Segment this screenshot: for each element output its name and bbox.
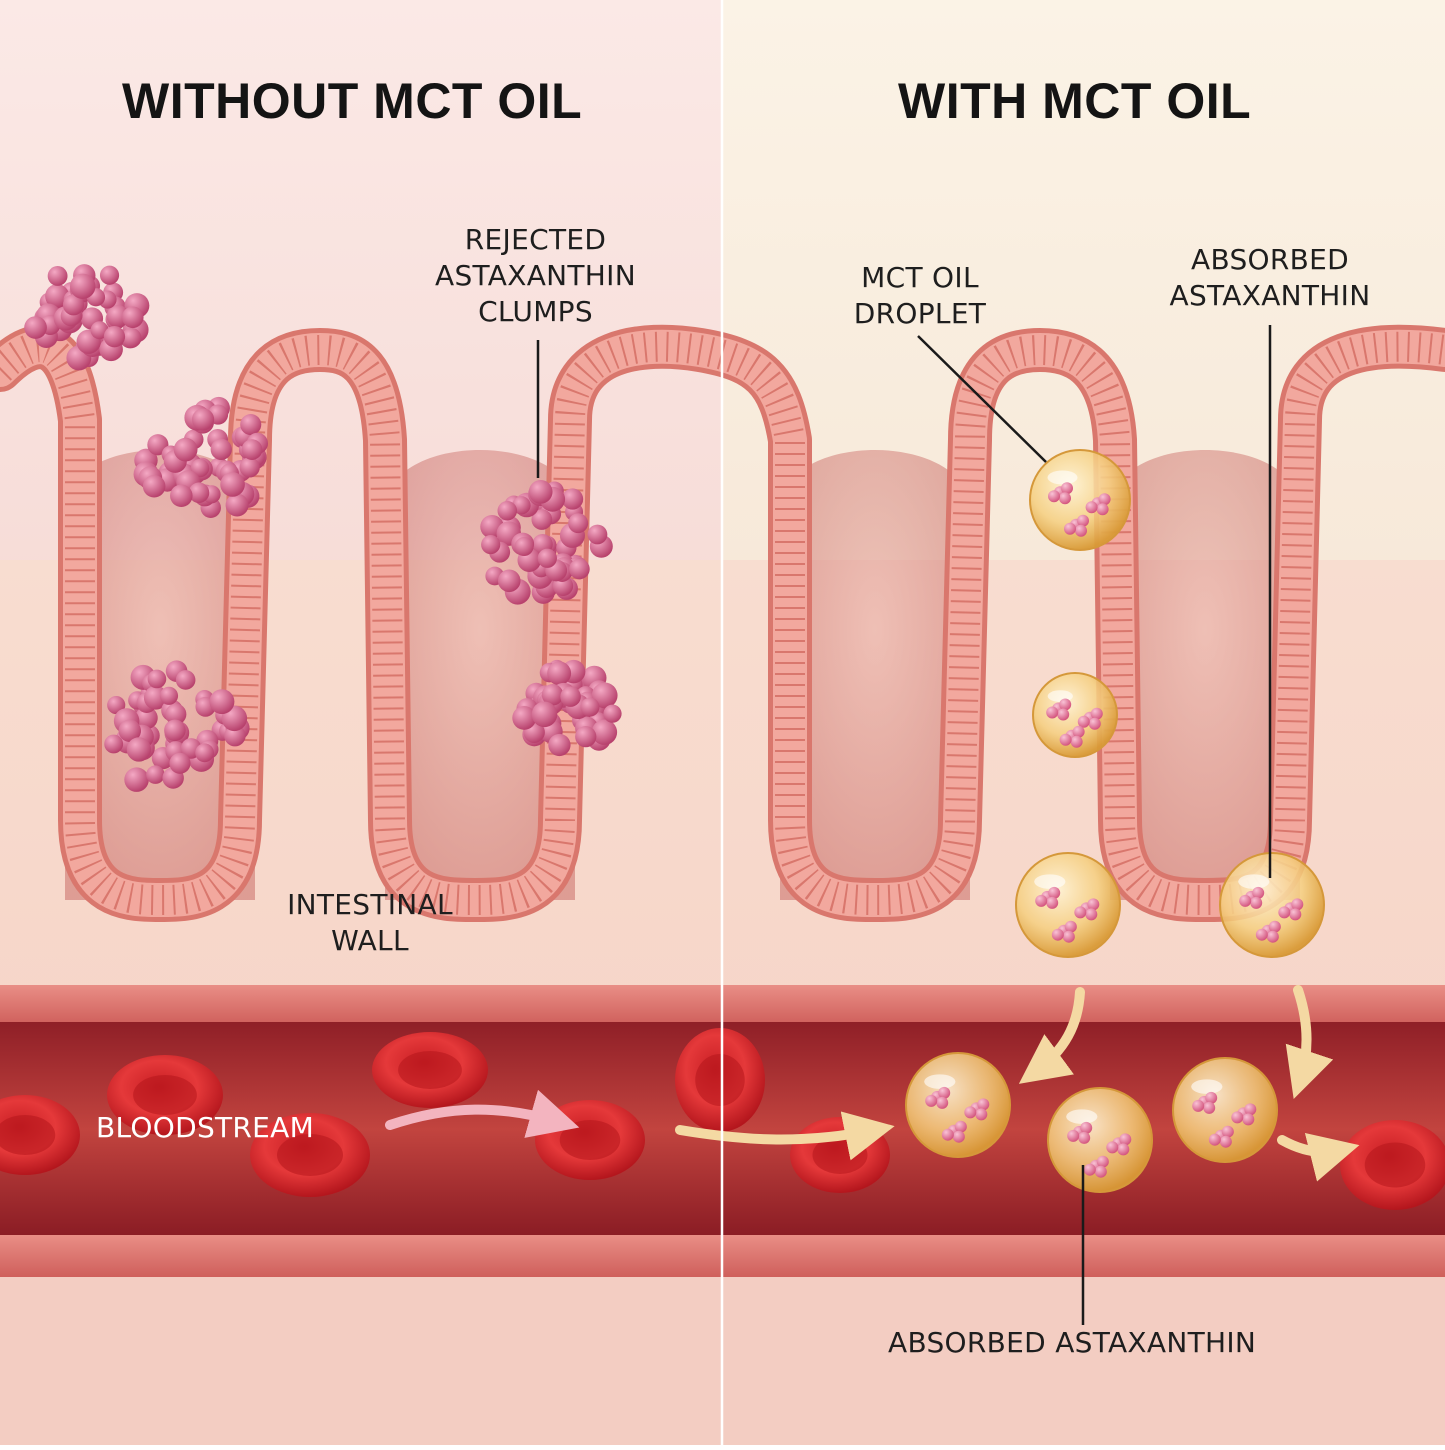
red-blood-cell [107,1055,223,1135]
mct-oil-droplet [1015,852,1121,958]
villus-cavities [65,450,1300,900]
label-rejected-line3: CLUMPS [478,295,593,328]
absorption-arrow-1 [1018,987,1085,1084]
astaxanthin-clump [480,479,613,605]
mct-oil-droplet [1032,672,1118,758]
label-absorbed-astaxanthin-top: ABSORBED ASTAXANTHIN [1160,242,1380,314]
astaxanthin-clump [24,264,150,371]
villus-cavity [1110,450,1300,900]
red-blood-cell [0,1095,80,1175]
bloodstream-arrow-left [385,1089,580,1138]
mct-oil-droplet [905,1052,1011,1158]
mct-oil-droplet [1172,1057,1278,1163]
red-blood-cell [675,1028,765,1132]
right-panel-title: WITH MCT OIL [898,73,1252,129]
astaxanthin-clump [512,659,622,757]
label-bloodstream: BLOODSTREAM [96,1111,315,1144]
red-blood-cell [372,1032,488,1108]
absorption-arrow-3 [1277,1133,1360,1182]
label-rejected-clumps: REJECTED ASTAXANTHIN CLUMPS [428,222,643,330]
mct-oil-droplet [1219,852,1325,958]
label-intestinal-line2: WALL [331,924,409,957]
villus-cavity [780,450,970,900]
label-mct-line1: MCT OIL [861,261,979,294]
astaxanthin-clump [133,396,269,518]
intestinal-villi-wall [0,324,1445,922]
astaxanthin-clumps [24,264,622,792]
label-intestinal-line1: INTESTINAL [287,888,453,921]
villus-cell-divisions [0,331,1445,915]
leader-mct-droplet [917,335,1047,463]
label-absorbed-top-line1: ABSORBED [1191,243,1349,276]
label-rejected-line2: ASTAXANTHIN [435,259,636,292]
red-blood-cell [535,1100,645,1180]
left-panel-title: WITHOUT MCT OIL [122,73,583,129]
red-blood-cell [1340,1120,1445,1210]
label-absorbed-top-line2: ASTAXANTHIN [1169,279,1371,312]
bloodstream-arrow-right [675,1111,895,1161]
astaxanthin-clump [104,660,250,792]
label-intestinal-wall: INTESTINAL WALL [275,887,465,959]
absorption-arrow-2 [1285,985,1334,1099]
mct-oil-droplets [905,449,1325,1193]
label-mct-oil-droplet: MCT OIL DROPLET [845,260,995,332]
label-mct-line2: DROPLET [853,297,987,330]
label-rejected-line1: REJECTED [464,223,607,256]
mct-oil-droplet [1029,449,1131,551]
red-blood-cell [250,1113,370,1197]
label-absorbed-astaxanthin-bottom: ABSORBED ASTAXANTHIN [888,1326,1257,1359]
mct-oil-droplet [1047,1087,1153,1193]
